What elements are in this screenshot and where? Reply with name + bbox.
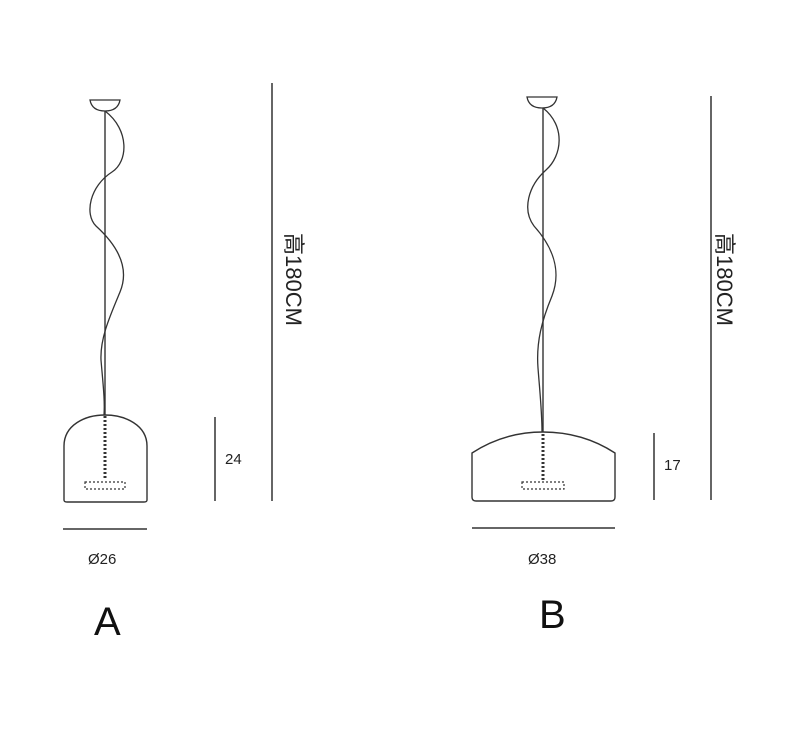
lamp-a-diameter-label: Ø26 [88,551,117,568]
lamp-b-canopy [526,96,558,109]
lamp-a-variant-label: A [94,600,121,644]
lamp-b [471,96,712,529]
lamp-a-total-height-label: 高180CM [281,233,306,326]
lamp-a-shade [63,414,148,503]
lamp-b-bulb-base [521,481,565,490]
lamp-b-total-height-label: 高180CM [712,233,737,326]
lamp-b-shade-height-label: 17 [664,457,681,474]
lamp-b-variant-label: B [539,593,566,637]
lamp-b-power-cord [527,107,560,433]
lamp-a-bulb-base [84,481,126,490]
lamp-a [63,83,273,530]
lamp-b-diameter-label: Ø38 [528,551,557,568]
lamp-a-canopy [89,99,121,112]
lamp-a-power-cord [89,110,125,416]
lamp-a-shade-height-label: 24 [225,451,242,468]
lamp-b-shade [471,431,616,502]
